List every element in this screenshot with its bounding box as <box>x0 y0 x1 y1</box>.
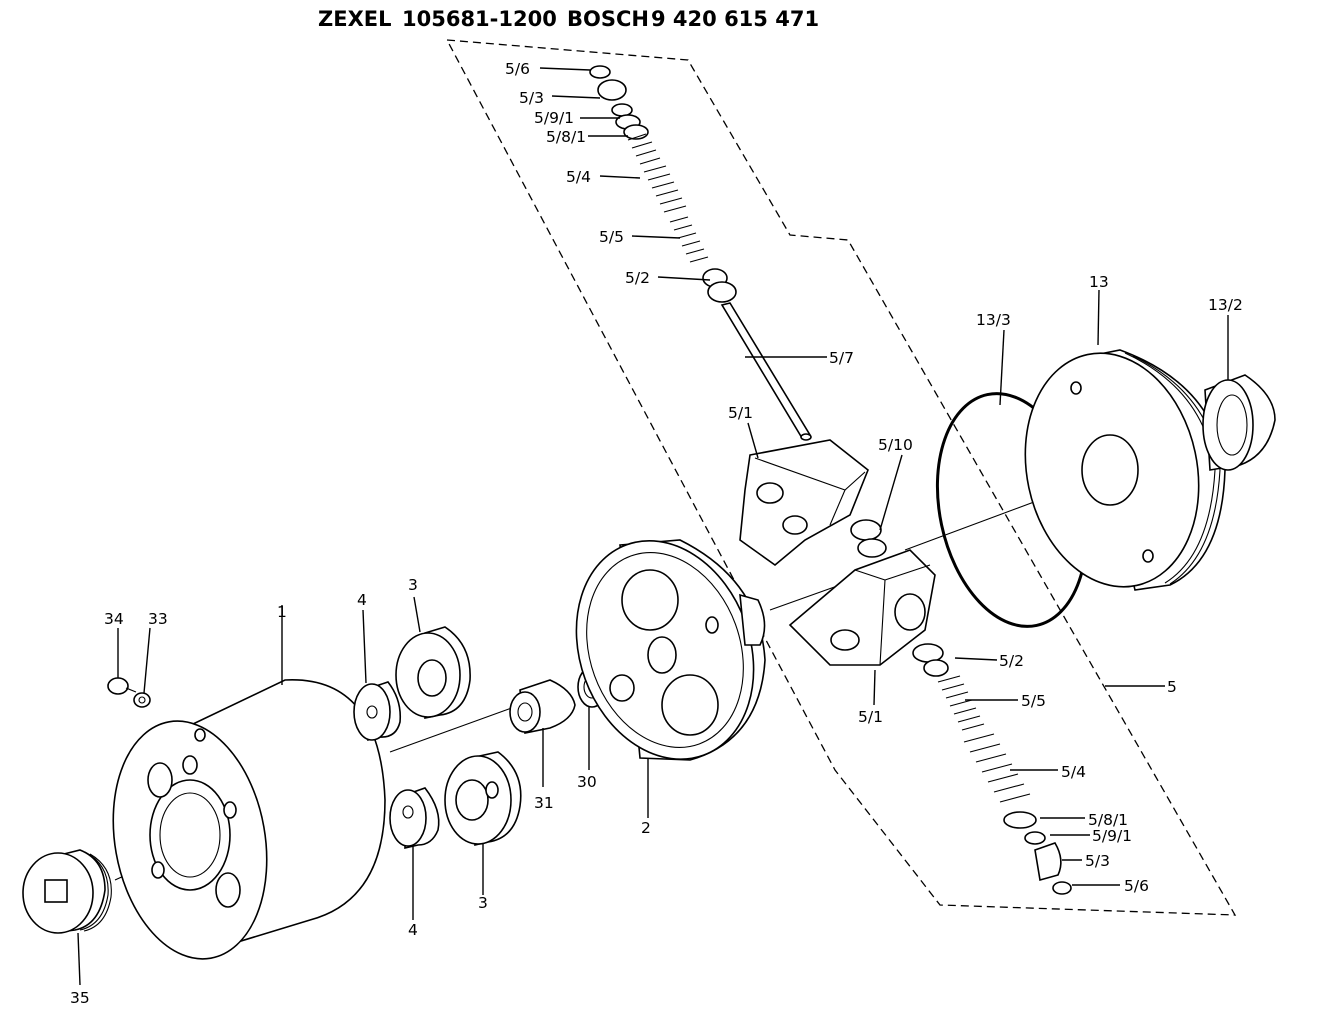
label-5-6-top: 5/6 <box>505 60 530 78</box>
label-5-8-1-bottom: 5/8/1 <box>1088 811 1128 829</box>
group-5-boundary <box>445 39 1237 916</box>
sleeve-part-31 <box>509 679 576 734</box>
seal-part-13-2 <box>1202 374 1276 471</box>
valve-block-part-5-1-lower <box>788 549 936 666</box>
header-brand-zexel: ZEXEL <box>318 7 392 31</box>
label-13-2: 13/2 <box>1208 296 1243 314</box>
label-5-5-bottom: 5/5 <box>1021 692 1046 710</box>
washer-part-33 <box>133 692 151 708</box>
label-35: 35 <box>70 989 90 1007</box>
label-3-bottom: 3 <box>478 894 488 912</box>
label-5: 5 <box>1167 678 1177 696</box>
label-5-6-bottom: 5/6 <box>1124 877 1149 895</box>
cover-part-13 <box>1024 349 1226 591</box>
label-5-4-top: 5/4 <box>566 168 591 186</box>
assembly-axis-line-4 <box>769 584 841 611</box>
label-4-top: 4 <box>357 591 367 609</box>
piston-part-4-lower <box>389 787 440 850</box>
label-30: 30 <box>577 773 597 791</box>
label-5-7: 5/7 <box>829 349 854 367</box>
label-34: 34 <box>104 610 124 628</box>
label-4-bottom: 4 <box>408 921 418 939</box>
screw-part-34 <box>107 677 137 695</box>
piston-part-4-upper <box>353 681 402 742</box>
label-13-3: 13/3 <box>976 311 1011 329</box>
label-1: 1 <box>277 603 287 621</box>
label-5-10: 5/10 <box>878 436 913 454</box>
leader-lines <box>77 67 1229 986</box>
label-33: 33 <box>148 610 168 628</box>
assembly-axis-line-2 <box>389 704 521 753</box>
header-zexel-number: 105681-1200 <box>402 7 557 31</box>
housing-part-1 <box>112 679 386 960</box>
upper-valve-spring-stack <box>589 65 812 441</box>
label-13: 13 <box>1089 273 1109 291</box>
label-5-2-bottom: 5/2 <box>999 652 1024 670</box>
label-2: 2 <box>641 819 651 837</box>
label-5-9-1-bottom: 5/9/1 <box>1092 827 1132 845</box>
label-5-9-1-top: 5/9/1 <box>534 109 574 127</box>
header-bosch-number: 9 420 615 471 <box>651 7 819 31</box>
plug-part-35 <box>22 849 112 934</box>
header-brand-bosch: BOSCH <box>567 7 649 31</box>
label-5-2-top: 5/2 <box>625 269 650 287</box>
label-3-top: 3 <box>408 576 418 594</box>
label-5-8-1-top: 5/8/1 <box>546 128 586 146</box>
label-5-5-top: 5/5 <box>599 228 624 246</box>
label-31: 31 <box>534 794 554 812</box>
label-5-4-bottom: 5/4 <box>1061 763 1086 781</box>
label-5-1-top: 5/1 <box>728 404 753 422</box>
cam-disc-part-2 <box>575 539 766 761</box>
valve-block-part-5-1-upper <box>739 439 869 567</box>
label-5-1-bottom: 5/1 <box>858 708 883 726</box>
lower-valve-spring-stack <box>912 643 1072 895</box>
label-5-3-bottom: 5/3 <box>1085 852 1110 870</box>
valve-disc-part-5-10 <box>850 519 887 558</box>
label-5-3-top: 5/3 <box>519 89 544 107</box>
cover-part-3-upper <box>395 626 471 719</box>
cover-part-3-lower <box>444 751 522 847</box>
